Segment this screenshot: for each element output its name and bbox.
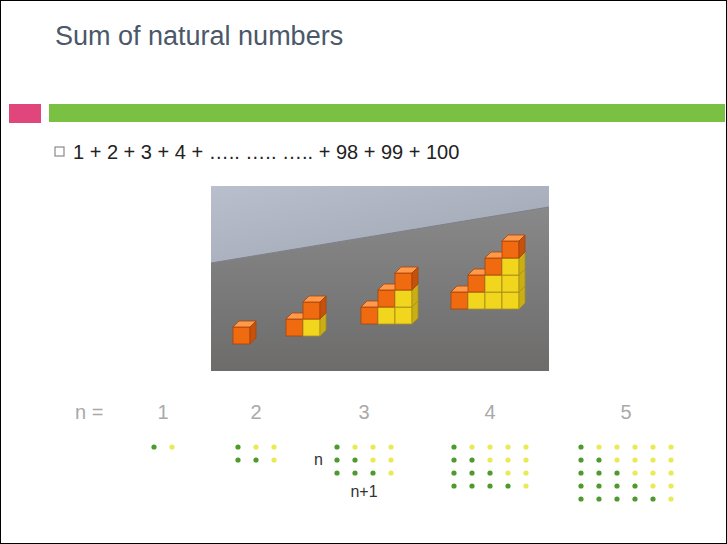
dot-grid-part <box>596 470 601 475</box>
dot-grid-part <box>596 457 601 462</box>
dot-grid <box>151 444 673 501</box>
dot-grid-part <box>578 496 583 501</box>
dot-grid-part <box>668 457 673 462</box>
dot-grid-part <box>451 483 456 488</box>
dot-grid-part <box>388 457 393 462</box>
dot-grid-part <box>271 444 276 449</box>
cube-photo-part <box>211 186 549 263</box>
header-bars-part <box>9 104 41 123</box>
bullet-text: 1 + 2 + 3 + 4 + ….. ….. ….. + 98 + 99 + … <box>73 141 459 164</box>
dot-grid-part <box>632 470 637 475</box>
dot-grid-part <box>523 457 528 462</box>
dot-grid-part <box>253 444 258 449</box>
dot-grid-part <box>352 470 357 475</box>
dot-grid-part <box>632 483 637 488</box>
slide-title: Sum of natural numbers <box>55 21 343 52</box>
n-value: 1 <box>157 401 168 424</box>
dot-grid-part <box>271 457 276 462</box>
dot-grid-part <box>614 444 619 449</box>
rows-label: n <box>314 451 323 469</box>
dot-grid-part <box>487 483 492 488</box>
dot-grid-part <box>632 457 637 462</box>
dot-grid-part <box>334 444 339 449</box>
cube-photo-part <box>502 235 525 258</box>
dot-grid-part <box>632 444 637 449</box>
dot-grid-part <box>469 483 474 488</box>
dot-grid-part <box>235 444 240 449</box>
dot-grid-part <box>650 470 655 475</box>
dot-grid-part <box>614 457 619 462</box>
dot-grid-part <box>505 483 510 488</box>
dot-grid-part <box>235 457 240 462</box>
dot-grid-part <box>668 470 673 475</box>
dot-grid-part <box>487 470 492 475</box>
dot-grid-part <box>370 444 375 449</box>
dot-grid-part <box>352 457 357 462</box>
bullet-marker <box>55 147 64 156</box>
cube-photo-part <box>395 267 418 290</box>
n-value: 3 <box>358 401 369 424</box>
n-label: n = <box>75 401 103 424</box>
dot-grid-part <box>596 496 601 501</box>
dot-grid-part <box>487 457 492 462</box>
dot-grid-part <box>650 457 655 462</box>
dot-grid-part <box>370 470 375 475</box>
dot-grid-part <box>614 496 619 501</box>
dot-grid-part <box>614 483 619 488</box>
dot-grid-part <box>370 457 375 462</box>
dot-grid-part <box>668 444 673 449</box>
bullet-marker-part <box>55 147 64 156</box>
dot-grid-part <box>151 444 156 449</box>
cube-photo-part <box>233 321 256 344</box>
dot-grid-part <box>596 444 601 449</box>
dot-grid-part <box>650 444 655 449</box>
dot-grid-part <box>650 483 655 488</box>
dot-grid-part <box>487 444 492 449</box>
dot-grid-part <box>650 496 655 501</box>
dot-grid-part <box>169 444 174 449</box>
dot-grid-part <box>505 444 510 449</box>
dot-grid-part <box>505 470 510 475</box>
dot-grid-part <box>632 496 637 501</box>
dot-grid-part <box>578 457 583 462</box>
columns-label: n+1 <box>350 483 377 501</box>
dot-grid-part <box>505 457 510 462</box>
n-value: 4 <box>484 401 495 424</box>
dot-grid-part <box>352 444 357 449</box>
dot-grid-part <box>469 457 474 462</box>
header-bars <box>9 104 725 123</box>
dot-grid-part <box>451 470 456 475</box>
cube-photo-part <box>303 296 326 319</box>
dot-grid-part <box>253 457 258 462</box>
dot-grid-part <box>614 470 619 475</box>
dot-grid-part <box>451 444 456 449</box>
dot-grid-part <box>469 470 474 475</box>
n-value: 2 <box>250 401 261 424</box>
dot-grid-part <box>523 483 528 488</box>
dot-grid-part <box>469 444 474 449</box>
header-bars-part <box>49 104 725 122</box>
dot-grid-part <box>388 470 393 475</box>
dot-grid-part <box>578 470 583 475</box>
dot-grid-part <box>578 444 583 449</box>
dot-grid-part <box>523 470 528 475</box>
n-value: 5 <box>620 401 631 424</box>
dot-grid-part <box>668 483 673 488</box>
dot-grid-part <box>668 496 673 501</box>
dot-grid-part <box>596 483 601 488</box>
dot-grid-part <box>388 444 393 449</box>
dot-grid-part <box>334 457 339 462</box>
dot-grid-part <box>578 483 583 488</box>
cube-photo-part <box>211 186 549 371</box>
dot-grid-part <box>523 444 528 449</box>
cube-photo <box>211 186 549 371</box>
dot-grid-part <box>451 457 456 462</box>
dot-grid-part <box>334 470 339 475</box>
